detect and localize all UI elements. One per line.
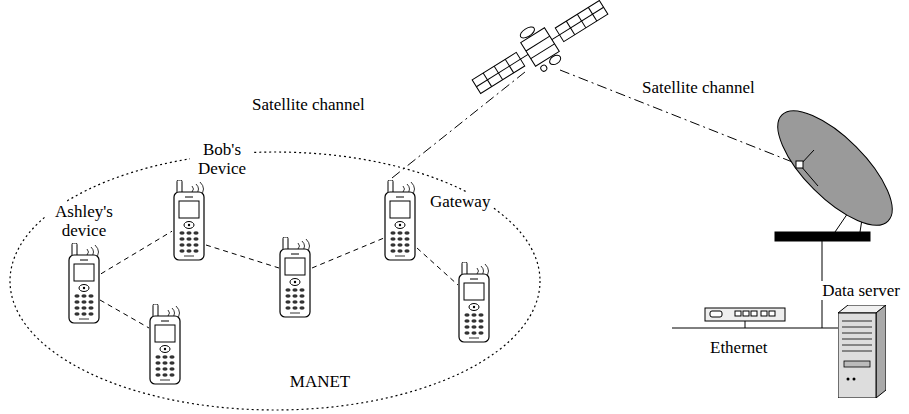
phone-symbol <box>172 180 206 262</box>
label-holder: Satellite channel <box>250 95 367 114</box>
channel-label: Satellite channel <box>640 78 757 97</box>
manet-region: Ashley's device Bob's Device GatewayMANET <box>8 150 542 412</box>
label-holder: MANET <box>288 372 352 391</box>
server-icon <box>838 305 886 398</box>
satellite-link <box>392 70 800 178</box>
phone-icon <box>385 180 415 260</box>
manet-outline <box>8 150 542 412</box>
node-label: Data server <box>820 281 902 300</box>
ethernet-switch <box>705 308 785 328</box>
phone-icon <box>174 180 204 260</box>
label-holder: Ashley's device <box>45 202 123 240</box>
channel-label: Satellite channel <box>250 95 367 114</box>
mobile-device: Ashley's device <box>67 243 101 325</box>
node-label: Gateway <box>428 192 492 211</box>
label-holder: Ethernet <box>708 338 770 357</box>
label-holder: Bob's Device <box>190 140 254 178</box>
phone-symbol <box>67 243 101 325</box>
node-label: Bob's Device <box>190 140 254 178</box>
node-label: MANET <box>288 372 352 391</box>
wireless-link <box>100 238 458 328</box>
satellite-symbol <box>464 0 616 106</box>
gateway-device: Gateway <box>383 180 417 262</box>
mobile-device: Bob's Device <box>172 180 206 262</box>
node-label: Ashley's device <box>45 202 123 240</box>
data-server: Data server <box>838 305 886 398</box>
mobile-device <box>150 237 489 384</box>
label-holder: Data server <box>820 281 902 300</box>
wireless-link <box>101 231 172 274</box>
label-holder: Gateway <box>428 192 492 211</box>
phone-icon <box>69 243 99 323</box>
label-holder: Satellite channel <box>640 78 757 97</box>
manet-ellipse <box>10 152 540 410</box>
phone-symbol <box>383 180 417 262</box>
server-symbol <box>838 305 886 398</box>
network-label: Ethernet <box>708 338 770 357</box>
ethernet-cable <box>672 328 838 329</box>
satellite-dish <box>761 94 909 328</box>
